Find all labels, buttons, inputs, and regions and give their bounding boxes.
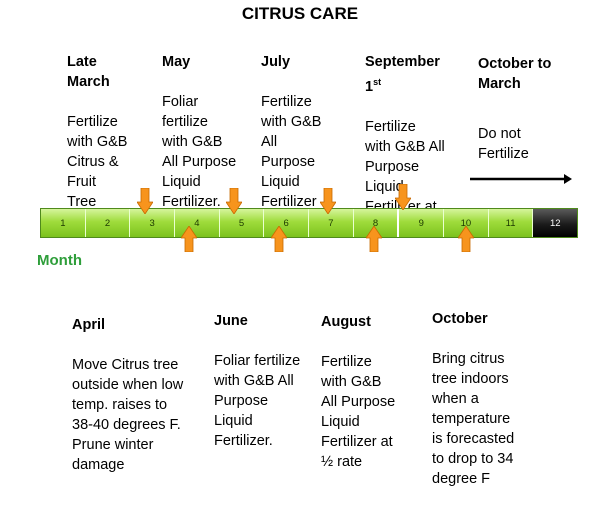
note-october: October Bring citrus tree indoors when a… xyxy=(432,289,514,509)
month-segment: 4 xyxy=(175,209,220,237)
note-heading-sup: st xyxy=(373,77,382,87)
down-arrow-icon xyxy=(320,188,336,214)
month-segment: 7 xyxy=(309,209,354,237)
month-segment: 11 xyxy=(488,209,534,237)
note-text: Bring citrus tree indoors when a tempera… xyxy=(432,351,515,487)
note-heading: June xyxy=(214,313,248,329)
long-right-arrow-icon xyxy=(470,174,572,184)
note-heading-main: September 1 xyxy=(365,54,440,95)
month-timeline-bar: 1 2 3 4 5 6 7 8 9 10 11 12 xyxy=(40,208,578,238)
note-text: Fertilize with G&B All Purpose Liquid Fe… xyxy=(261,94,322,210)
note-june: June Foliar fertilize with G&B All Purpo… xyxy=(214,291,300,471)
month-segment: 6 xyxy=(264,209,310,237)
note-heading: October to March xyxy=(478,56,552,92)
note-text: Foliar fertilize with G&B All Purpose Li… xyxy=(162,94,237,210)
month-segment: 8 xyxy=(353,209,400,237)
note-text: Fertilize with G&B All Purpose Liquid Fe… xyxy=(321,354,396,470)
note-october-to-march: October to March Do not Fertilize xyxy=(478,34,551,184)
note-text: Do not Fertilize xyxy=(478,126,529,162)
note-heading: Late March xyxy=(67,54,110,90)
note-april: April Move Citrus tree outside when low … xyxy=(72,295,183,495)
note-heading: April xyxy=(72,317,106,333)
note-heading: September 1st xyxy=(365,52,445,97)
month-segment: 2 xyxy=(85,209,131,237)
up-arrow-icon xyxy=(271,226,287,252)
down-arrow-icon xyxy=(226,188,242,214)
down-arrow-icon xyxy=(395,184,411,210)
note-august: August Fertilize with G&B All Purpose Li… xyxy=(321,292,395,492)
note-text: Foliar fertilize with G&B All Purpose Li… xyxy=(214,353,301,449)
note-heading: May xyxy=(162,54,191,70)
page-title: CITRUS CARE xyxy=(241,4,359,23)
down-arrow-icon xyxy=(137,188,153,214)
up-arrow-icon xyxy=(458,226,474,252)
note-heading: August xyxy=(321,314,371,330)
note-heading: October xyxy=(432,311,488,327)
month-axis-label: Month xyxy=(37,252,82,269)
month-segment: 1 xyxy=(41,209,86,237)
month-segment: 9 xyxy=(399,209,445,237)
note-text: Move Citrus tree outside when low temp. … xyxy=(72,357,184,473)
month-segment: 12 xyxy=(533,209,578,237)
month-segment: 5 xyxy=(219,209,265,237)
up-arrow-icon xyxy=(181,226,197,252)
note-heading: July xyxy=(261,54,291,70)
month-segment: 3 xyxy=(130,209,176,237)
up-arrow-icon xyxy=(366,226,382,252)
note-july: July Fertilize with G&B All Purpose Liqu… xyxy=(261,32,321,232)
note-may: May Foliar fertilize with G&B All Purpos… xyxy=(162,32,236,232)
